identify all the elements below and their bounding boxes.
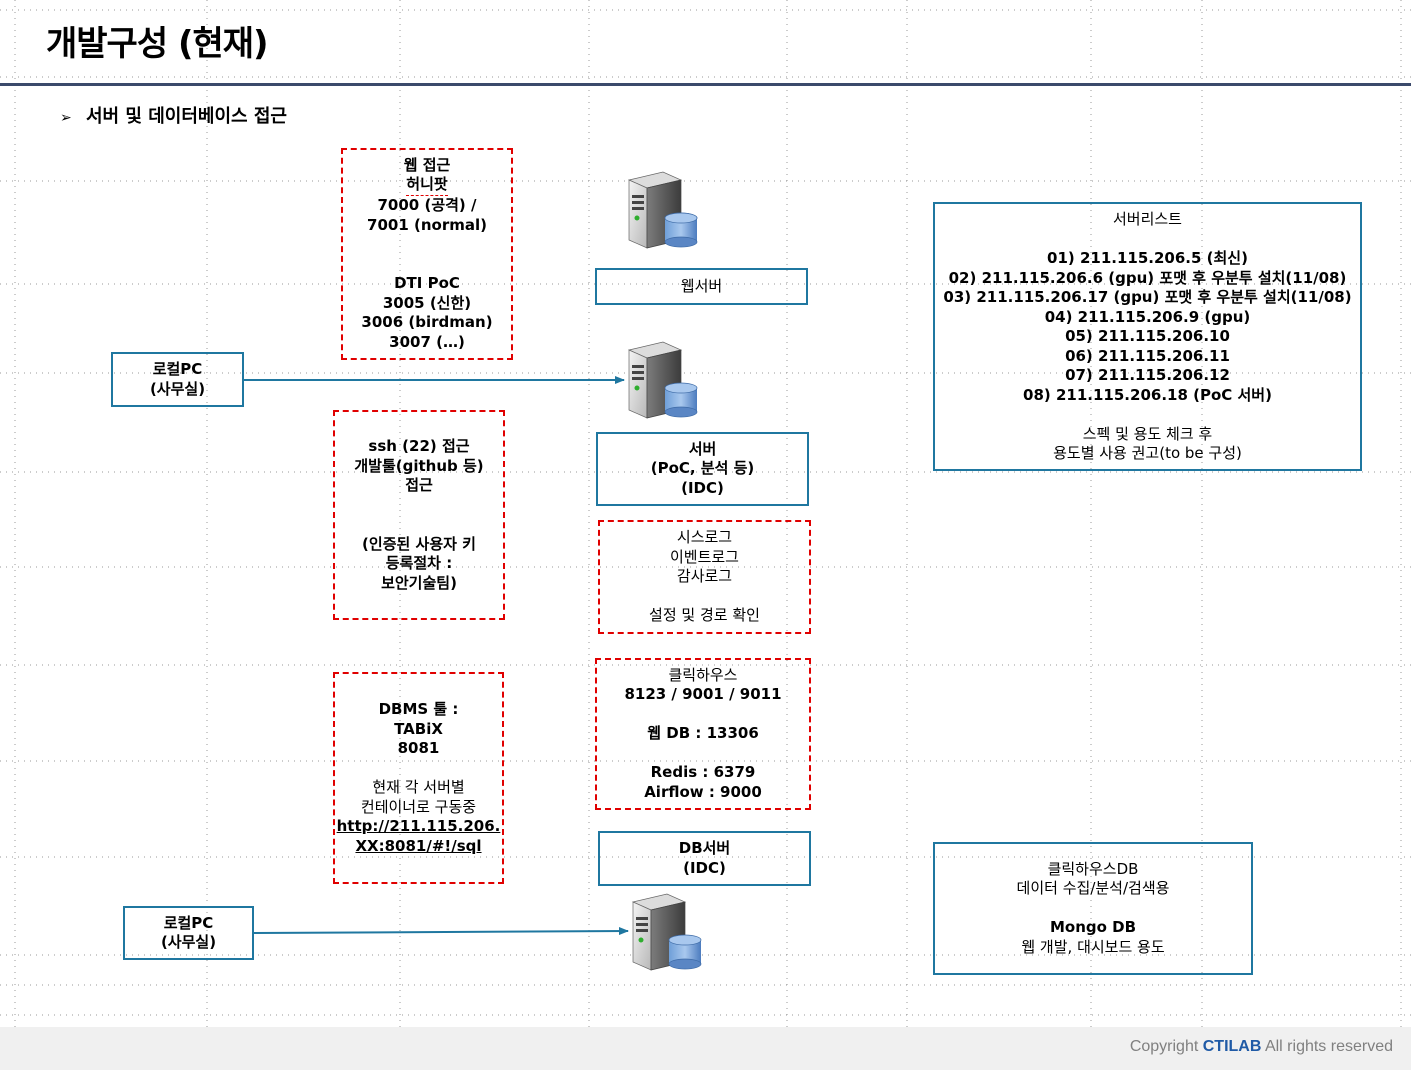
- box-line: 용도별 사용 권고(to be 구성): [1053, 444, 1242, 462]
- brand-name: CTILAB: [1202, 1038, 1262, 1055]
- box-line: 서버리스트: [1112, 210, 1182, 228]
- copyright-notice: Copyright CTILAB All rights reserved: [1130, 1038, 1393, 1056]
- box-line: 스펙 및 용도 체크 후: [1082, 424, 1213, 443]
- box-line: 7000 (공격) /: [377, 196, 477, 214]
- box-line: 05) 211.115.206.10: [1065, 327, 1230, 345]
- web-server-label: 웹서버: [680, 276, 723, 295]
- box-line: 보안기술팀): [381, 573, 457, 592]
- db-server-box: DB서버 (IDC): [598, 831, 811, 886]
- box-line: 컨테이너로 구동중: [360, 797, 477, 816]
- local-pc-box: 로컬PC (사무실): [123, 906, 254, 960]
- box-line: 로컬PC: [152, 360, 203, 378]
- local-pc-box: 로컬PC (사무실): [111, 352, 244, 407]
- box-line: 3006 (birdman): [361, 313, 493, 331]
- box-line: 접근: [405, 476, 433, 494]
- arrow-bullet-icon: ➢: [60, 110, 72, 126]
- poc-server-box: 서버 (PoC, 분석 등) (IDC): [596, 432, 809, 506]
- box-line: 설정 및 경로 확인: [649, 606, 760, 625]
- box-line: Mongo DB: [1049, 918, 1137, 937]
- box-line: (사무실): [149, 379, 206, 398]
- box-line: 서버: [688, 439, 717, 458]
- box-line: 데이터 수집/분석/검색용: [1016, 879, 1170, 898]
- box-line: 웹 개발, 대시보드 용도: [1021, 937, 1165, 956]
- section-heading: ➢ 서버 및 데이터베이스 접근: [60, 102, 287, 128]
- box-line: 04) 211.115.206.9 (gpu): [1044, 307, 1251, 326]
- box-line: 시스로그: [676, 528, 733, 547]
- box-line: 07) 211.115.206.12: [1065, 366, 1230, 384]
- box-line: 감사로그: [676, 567, 733, 586]
- box-line: 등록절차 :: [385, 554, 453, 572]
- section-heading-label: 서버 및 데이터베이스 접근: [86, 106, 287, 127]
- box-line: 개발툴(github 등): [354, 456, 484, 475]
- arrow-right-icon: [253, 927, 629, 936]
- box-line: 7001 (normal): [367, 215, 487, 234]
- db-usage-box: 클릭하우스DB 데이터 수집/분석/검색용 Mongo DB 웹 개발, 대시보…: [933, 842, 1253, 975]
- page-title: 개발구성 (현재): [46, 24, 269, 64]
- box-line: 8081: [397, 739, 440, 757]
- box-line: 08) 211.115.206.18 (PoC 서버): [1023, 385, 1272, 404]
- box-line: DB서버: [678, 839, 731, 857]
- box-line: 로컬PC: [163, 913, 214, 932]
- box-line: 현재 각 서버별: [372, 778, 465, 796]
- box-line: Redis : 6379: [650, 763, 756, 782]
- ssh-access-box: ssh (22) 접근 개발툴(github 등) 접근 (인증된 사용자 키 …: [333, 410, 505, 620]
- dbms-tool-box: DBMS 툴 : TABiX 8081 현재 각 서버별 컨테이너로 구동중 h…: [333, 672, 504, 884]
- box-line: 웹 접근: [403, 156, 451, 174]
- box-line: 웹 DB : 13306: [647, 724, 759, 743]
- box-line: (인증된 사용자 키: [362, 534, 476, 553]
- box-line: (IDC): [681, 478, 724, 497]
- box-line: (IDC): [683, 858, 726, 877]
- box-line: ssh (22) 접근: [368, 437, 470, 455]
- box-line: (사무실): [160, 933, 217, 951]
- web-server-box: 웹서버: [595, 268, 808, 305]
- footer-bar: [0, 1027, 1411, 1070]
- box-line: DBMS 툴 :: [378, 700, 459, 718]
- box-line: 03) 211.115.206.17 (gpu) 포맷 후 우분투 설치(11/…: [943, 288, 1352, 306]
- box-line: 허니팟: [406, 175, 448, 196]
- box-line: (PoC, 분석 등): [650, 459, 755, 478]
- tabix-link[interactable]: XX:8081/#!/sql: [355, 836, 482, 855]
- copyright-suffix: All rights reserved: [1261, 1038, 1393, 1055]
- server-icon: [631, 893, 702, 971]
- box-line: DTI PoC: [394, 274, 460, 292]
- box-line: 02) 211.115.206.6 (gpu) 포맷 후 우분투 설치(11/0…: [948, 268, 1347, 287]
- box-line: Airflow : 9000: [644, 782, 762, 801]
- web-access-box: 웹 접근 허니팟 7000 (공격) / 7001 (normal) DTI P…: [341, 148, 513, 360]
- box-line: 이벤트로그: [669, 547, 739, 566]
- server-icon: [627, 341, 698, 419]
- copyright-prefix: Copyright: [1129, 1038, 1203, 1055]
- box-line: 3007 (…): [389, 332, 465, 351]
- clickhouse-box: 클릭하우스 8123 / 9001 / 9011 웹 DB : 13306 Re…: [595, 658, 811, 810]
- box-line: 8123 / 9001 / 9011: [624, 685, 782, 704]
- box-line: 클릭하우스DB: [1047, 859, 1139, 878]
- box-line: 클릭하우스: [668, 665, 738, 684]
- title-divider: [0, 83, 1411, 86]
- box-line: TABiX: [394, 719, 443, 738]
- server-icon: [627, 171, 698, 249]
- log-box: 시스로그 이벤트로그 감사로그 설정 및 경로 확인: [598, 520, 811, 634]
- server-list-box: 서버리스트 01) 211.115.206.5 (최신) 02) 211.115…: [933, 202, 1362, 471]
- box-line: 06) 211.115.206.11: [1065, 346, 1230, 365]
- box-line: 3005 (신한): [382, 293, 472, 312]
- box-line: 01) 211.115.206.5 (최신): [1047, 249, 1248, 267]
- tabix-link[interactable]: http://211.115.206.: [336, 817, 501, 835]
